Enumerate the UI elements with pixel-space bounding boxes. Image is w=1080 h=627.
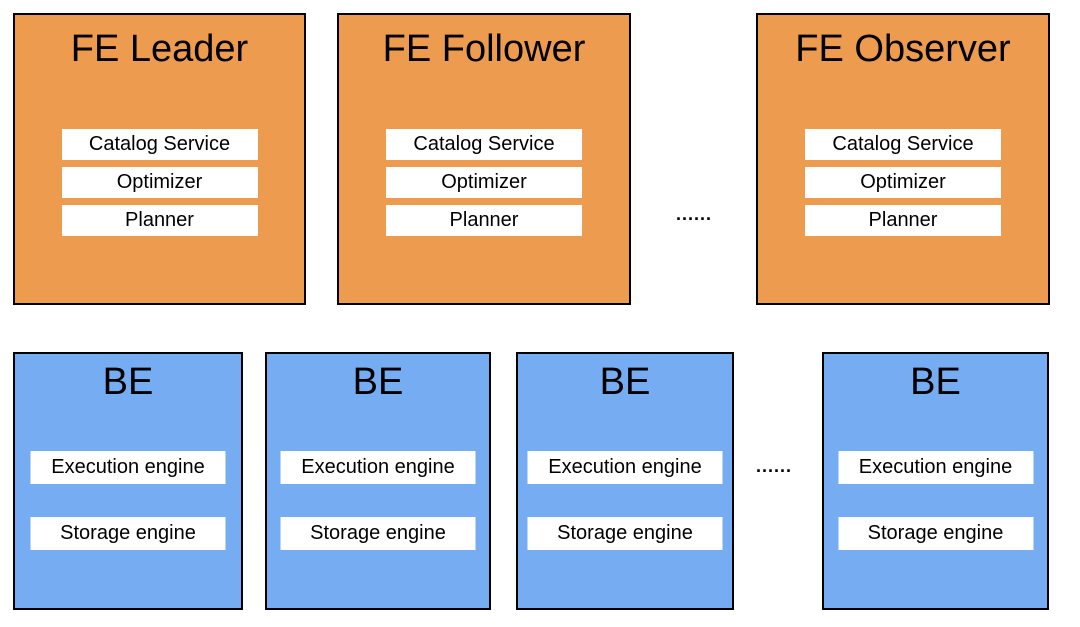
be-components: Execution engine Storage engine	[838, 451, 1033, 550]
be-components: Execution engine Storage engine	[527, 451, 723, 550]
catalog-service-box: Catalog Service	[61, 129, 258, 160]
fe-row-ellipsis: ......	[675, 204, 712, 224]
be-components: Execution engine Storage engine	[280, 451, 476, 550]
execution-engine-box: Execution engine	[280, 451, 476, 484]
fe-leader-components: Catalog Service Optimizer Planner	[61, 129, 258, 236]
be-box-4: BE Execution engine Storage engine	[822, 352, 1049, 610]
be-title: BE	[910, 361, 961, 403]
be-components: Execution engine Storage engine	[30, 451, 226, 550]
fe-follower-box: FE Follower Catalog Service Optimizer Pl…	[337, 13, 631, 305]
be-title: BE	[352, 361, 404, 403]
optimizer-box: Optimizer	[61, 167, 258, 198]
storage-engine-box: Storage engine	[838, 517, 1033, 550]
planner-box: Planner	[805, 205, 1001, 236]
be-box-1: BE Execution engine Storage engine	[13, 352, 243, 610]
optimizer-box: Optimizer	[386, 167, 582, 198]
be-title: BE	[102, 361, 154, 403]
fe-follower-title: FE Follower	[382, 28, 586, 70]
be-title: BE	[599, 361, 651, 403]
storage-engine-box: Storage engine	[30, 517, 226, 550]
fe-observer-box: FE Observer Catalog Service Optimizer Pl…	[756, 13, 1050, 305]
optimizer-box: Optimizer	[805, 167, 1001, 198]
catalog-service-box: Catalog Service	[386, 129, 582, 160]
be-box-3: BE Execution engine Storage engine	[516, 352, 734, 610]
fe-leader-box: FE Leader Catalog Service Optimizer Plan…	[13, 13, 306, 305]
fe-leader-title: FE Leader	[70, 28, 249, 70]
planner-box: Planner	[61, 205, 258, 236]
execution-engine-box: Execution engine	[838, 451, 1033, 484]
execution-engine-box: Execution engine	[30, 451, 226, 484]
planner-box: Planner	[386, 205, 582, 236]
fe-observer-components: Catalog Service Optimizer Planner	[805, 129, 1001, 236]
fe-follower-components: Catalog Service Optimizer Planner	[386, 129, 582, 236]
storage-engine-box: Storage engine	[280, 517, 476, 550]
catalog-service-box: Catalog Service	[805, 129, 1001, 160]
execution-engine-box: Execution engine	[527, 451, 723, 484]
storage-engine-box: Storage engine	[527, 517, 723, 550]
be-row-ellipsis: ......	[755, 456, 792, 476]
fe-observer-title: FE Observer	[795, 28, 1011, 70]
be-box-2: BE Execution engine Storage engine	[265, 352, 491, 610]
